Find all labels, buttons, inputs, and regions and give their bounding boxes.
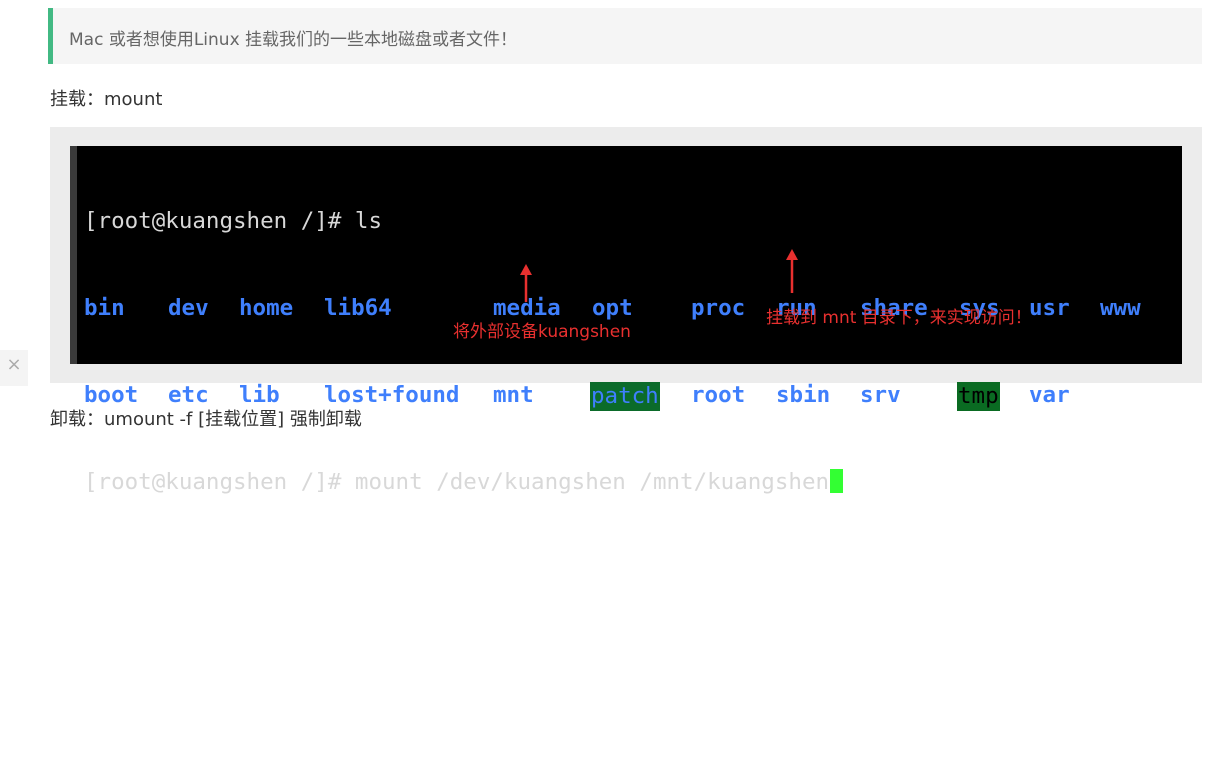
terminal-line-2: bin dev home lib64 media opt proc run sh…: [84, 294, 1141, 323]
dir-entry: lib64: [324, 295, 392, 321]
terminal-lines: [root@kuangshen /]# ls bin dev home lib6…: [84, 149, 1141, 555]
terminal-screenshot: [root@kuangshen /]# ls bin dev home lib6…: [70, 146, 1182, 495]
dir-entry: run: [776, 295, 817, 321]
dir-entry-highlighted: patch: [590, 382, 660, 411]
dir-entry: dev: [168, 295, 209, 321]
terminal-prompt-mount: [root@kuangshen /]# mount /dev/kuangshen…: [84, 468, 844, 497]
dir-entry: home: [239, 295, 294, 321]
close-icon[interactable]: ×: [0, 350, 28, 386]
dir-entry: proc: [691, 295, 746, 321]
mount-paragraph: 挂载：mount: [50, 89, 163, 110]
dir-entry: boot: [84, 382, 139, 408]
umount-paragraph: 卸载：umount -f [挂载位置] 强制卸载: [50, 409, 362, 430]
dir-entry: root: [691, 382, 746, 408]
blockquote-text: Mac 或者想使用Linux 挂载我们的一些本地磁盘或者文件！: [69, 30, 518, 50]
dir-entry: mnt: [493, 382, 534, 408]
dir-entry: share: [860, 295, 928, 321]
dir-entry: srv: [860, 382, 901, 408]
dir-entry: lost+found: [324, 382, 460, 408]
dir-entry: usr: [1029, 295, 1070, 321]
terminal-cursor: [830, 469, 844, 493]
arrow-up-icon: [786, 249, 798, 293]
terminal-line-4: [root@kuangshen /]# mount /dev/kuangshen…: [84, 468, 844, 497]
dir-entry: www: [1100, 295, 1141, 321]
annotation-device: 将外部设备kuangshen: [453, 322, 631, 342]
dir-entry: sys: [959, 295, 1000, 321]
dir-entry: sbin: [776, 382, 831, 408]
blockquote: Mac 或者想使用Linux 挂载我们的一些本地磁盘或者文件！: [48, 8, 1202, 64]
terminal-line-1: [root@kuangshen /]# ls: [84, 207, 382, 236]
dir-entry: var: [1029, 382, 1070, 408]
annotation-mount-point: 挂载到 mnt 目录下，来实现访问！: [766, 308, 1032, 328]
terminal-line-3: boot etc lib lost+found mnt patch root s…: [84, 381, 1070, 411]
terminal-edge: [70, 146, 77, 364]
dir-entry-sticky: tmp: [957, 382, 1000, 411]
terminal-prompt-ls: [root@kuangshen /]# ls: [84, 208, 383, 234]
dir-entry: opt: [592, 295, 633, 321]
dir-entry: etc: [168, 382, 209, 408]
dir-entry: bin: [84, 295, 125, 321]
code-block: [root@kuangshen /]# ls bin dev home lib6…: [50, 127, 1202, 495]
mount-command: [root@kuangshen /]# mount /dev/kuangshen…: [84, 469, 830, 495]
dir-entry: lib: [239, 382, 280, 408]
arrow-up-icon: [520, 264, 532, 302]
